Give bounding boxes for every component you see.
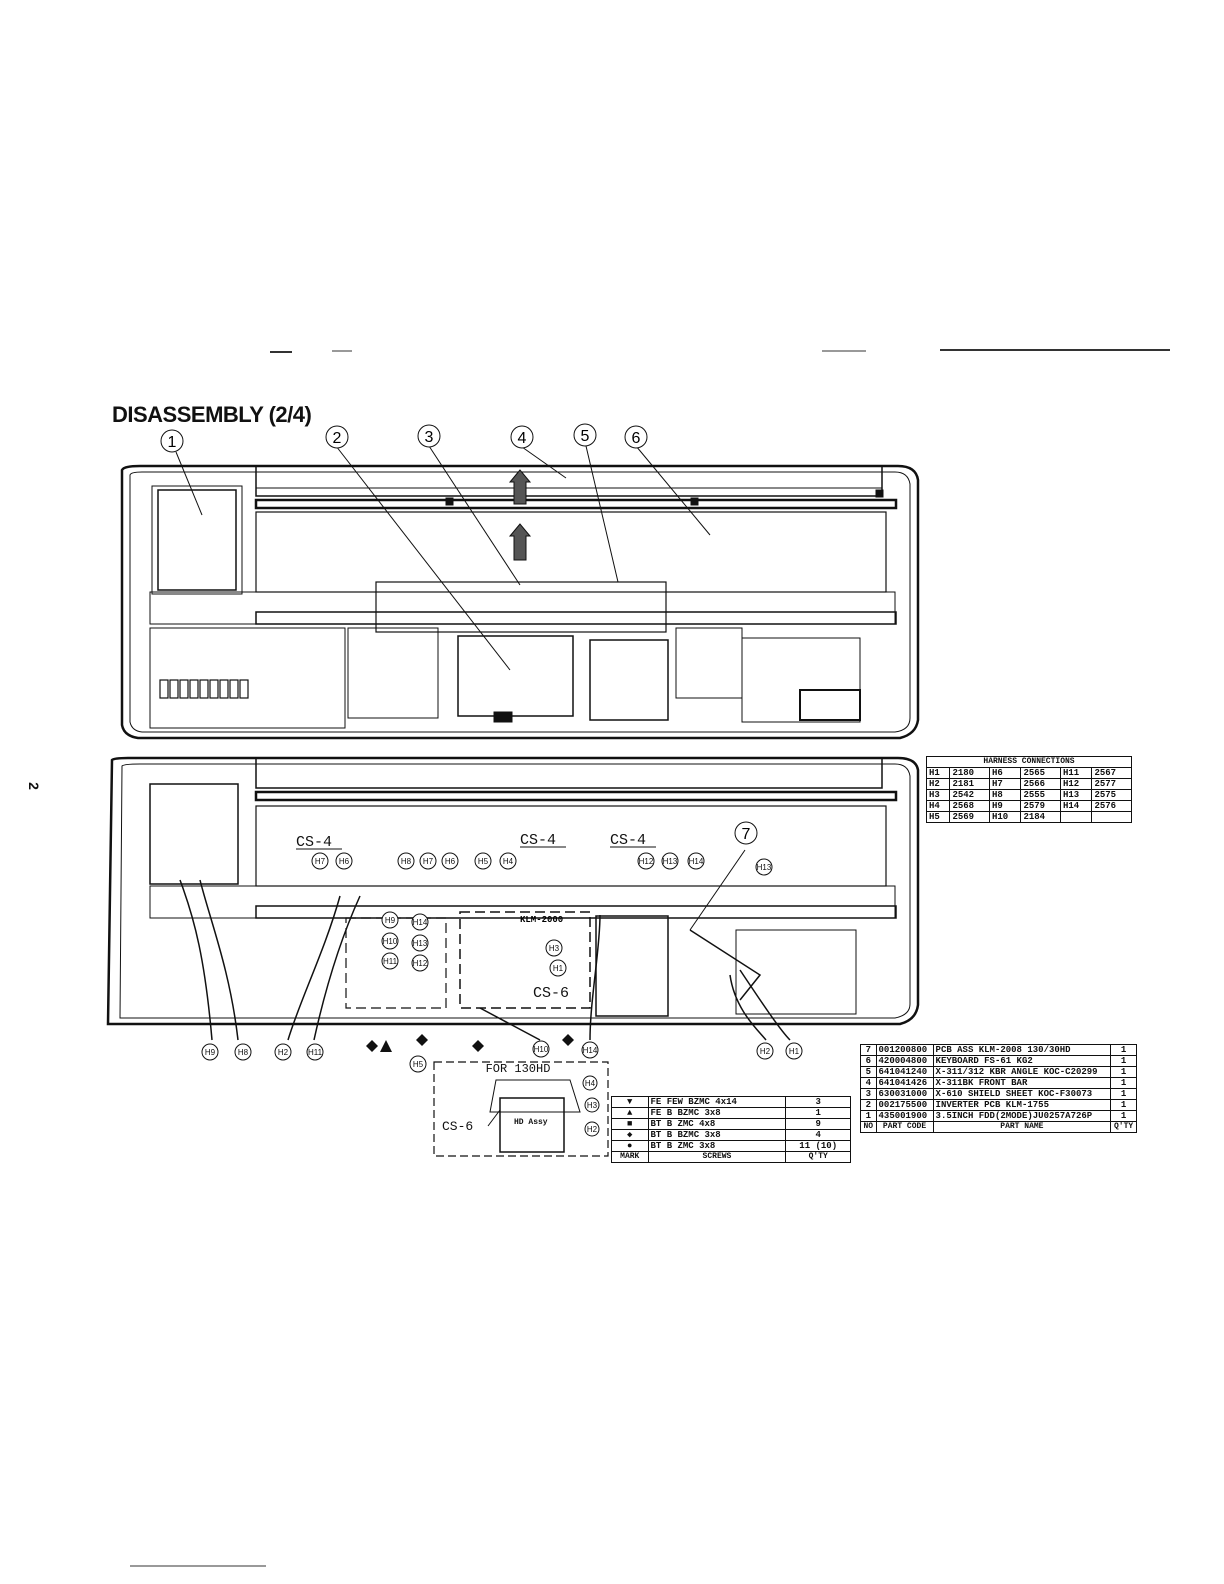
svg-text:H3: H3	[549, 944, 560, 953]
svg-text:H9: H9	[385, 916, 396, 925]
svg-text:H2: H2	[760, 1047, 771, 1056]
column-header: PART CODE	[875, 1121, 934, 1133]
svg-text:H12: H12	[639, 857, 654, 866]
svg-text:H8: H8	[401, 857, 412, 866]
keyboard-top-view	[120, 445, 920, 740]
svg-text:2: 2	[333, 430, 342, 447]
callout-1: 1	[160, 429, 184, 453]
svg-text:H10: H10	[534, 1045, 549, 1054]
column-header: PART NAME	[932, 1121, 1112, 1133]
svg-text:H5: H5	[478, 857, 489, 866]
column-header: NO	[860, 1121, 877, 1133]
callout-4: 4	[510, 425, 534, 449]
svg-text:H14: H14	[413, 918, 428, 927]
svg-text:3: 3	[425, 429, 434, 446]
callout-6: 6	[624, 425, 648, 449]
svg-text:H7: H7	[315, 857, 326, 866]
keyboard-bottom-view	[106, 756, 920, 1052]
svg-text:H13: H13	[663, 857, 678, 866]
svg-text:H11: H11	[383, 957, 398, 966]
board-label: KLM-2000	[520, 915, 563, 925]
svg-text:H2: H2	[587, 1125, 598, 1134]
hd-assy-inset: FOR 130HD HD Assy CS-6 H4 H3 H2	[433, 1061, 609, 1157]
svg-text:H12: H12	[413, 959, 428, 968]
column-header: SCREWS	[647, 1151, 787, 1163]
svg-text:H5: H5	[413, 1060, 424, 1069]
callout-3: 3	[417, 424, 441, 448]
svg-text:H8: H8	[238, 1048, 249, 1057]
cs-label: CS-6	[442, 1119, 473, 1134]
svg-text:H4: H4	[585, 1079, 596, 1088]
harness-callouts-upper: H7 H6 H8 H7 H6 H5 H4 H12 H13 H14 H13	[311, 852, 773, 876]
svg-text:7: 7	[742, 826, 751, 843]
inset-label: HD Assy	[514, 1118, 548, 1127]
svg-text:H13: H13	[757, 863, 772, 872]
cs-label: CS-6	[533, 985, 569, 1002]
column-header: MARK	[611, 1151, 649, 1163]
svg-text:H14: H14	[583, 1046, 598, 1055]
callout-2: 2	[325, 425, 349, 449]
cs-label: CS-4	[296, 834, 332, 851]
column-header: Q'TY	[785, 1151, 851, 1163]
svg-text:H6: H6	[445, 857, 456, 866]
cs-labels: CS-4 CS-4 CS-4 CS-6	[296, 832, 656, 1002]
svg-text:H3: H3	[587, 1101, 598, 1110]
svg-text:H7: H7	[423, 857, 434, 866]
page-title: DISASSEMBLY (2/4)	[112, 402, 312, 427]
svg-text:H13: H13	[413, 939, 428, 948]
svg-text:4: 4	[518, 430, 527, 447]
svg-text:6: 6	[632, 430, 641, 447]
svg-text:H11: H11	[308, 1048, 323, 1057]
callouts-top: 1 2 3 4 5 6	[160, 423, 648, 453]
svg-text:H1: H1	[553, 964, 564, 973]
svg-text:H14: H14	[689, 857, 704, 866]
table-title: HARNESS CONNECTIONS	[926, 756, 1132, 768]
cs-label: CS-4	[520, 832, 556, 849]
callout-7: 7	[734, 821, 758, 845]
svg-text:H1: H1	[789, 1047, 800, 1056]
svg-text:H10: H10	[383, 937, 398, 946]
svg-text:5: 5	[581, 428, 590, 445]
svg-text:H2: H2	[278, 1048, 289, 1057]
scan-artifacts	[270, 349, 1170, 353]
svg-text:H4: H4	[503, 857, 514, 866]
column-header: Q'TY	[1110, 1121, 1137, 1133]
inset-title: FOR 130HD	[486, 1062, 551, 1076]
harness-callouts-mid: H9 H10 H11 H14 H13 H12 H3 H1	[381, 911, 567, 977]
harness-callouts-bottom: H9 H8 H2 H11 H5 H10 H14 H2 H1	[201, 1040, 803, 1073]
svg-text:H6: H6	[339, 857, 350, 866]
callout-5: 5	[573, 423, 597, 447]
cs-label: CS-4	[610, 832, 646, 849]
svg-text:1: 1	[168, 434, 177, 451]
svg-text:H9: H9	[205, 1048, 216, 1057]
